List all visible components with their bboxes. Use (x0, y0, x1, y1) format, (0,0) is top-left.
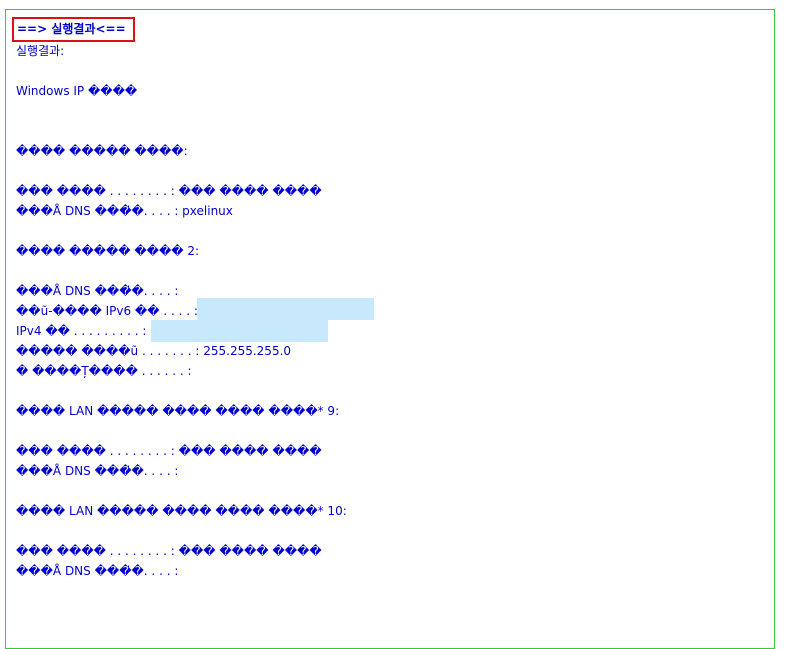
output-line (16, 421, 756, 441)
output-line: ���Å DNS ���̇�. . . . : (16, 464, 179, 478)
output-line: IPv4 �� . . . . . . . . . : (16, 324, 147, 338)
output-line: ��ũ-���� IPv6 �� . . . . : (16, 304, 198, 318)
output-line (16, 101, 756, 121)
output-line: Windows IP ���� (16, 84, 138, 98)
output-line: ��� ���� . . . . . . . . : ��� ���� ���� (16, 444, 322, 458)
result-header: ==> 실행결과<== (12, 17, 135, 42)
output-line (16, 481, 756, 501)
output-line: ���Å DNS ���̇�. . . . : (16, 564, 179, 578)
redacted-ipv6-value (197, 298, 374, 320)
output-line (16, 521, 756, 541)
output-line: ���Å DNS ���̇�. . . . : (16, 284, 179, 298)
command-output: 실행결과: Windows IP ���� ���� ����� ����: �… (16, 41, 756, 601)
output-line (16, 221, 756, 241)
output-line (16, 121, 756, 141)
output-line: ���� LAN ����� ���� ���� ����* 9: (16, 404, 340, 418)
output-line: ��� ���� . . . . . . . . : ��� ���� ���� (16, 184, 322, 198)
output-line: ��� ���� . . . . . . . . : ��� ���� ���� (16, 544, 322, 558)
output-line (16, 61, 756, 81)
output-line: ���� ����� ���� 2: (16, 244, 200, 258)
output-line: �⁪ ����Ț���� . . . . . . : (16, 364, 192, 378)
output-line: ����� ����ũ . . . . . . . : 255.255.255.… (16, 344, 292, 358)
result-label: 실행결과: (16, 44, 65, 58)
output-line (16, 261, 756, 281)
output-line (16, 581, 756, 601)
output-line: ���� LAN ����� ���� ���� ����* 10: (16, 504, 347, 518)
output-line: ���� ����� ����: (16, 144, 188, 158)
output-line (16, 161, 756, 181)
redacted-ipv4-value (151, 320, 328, 342)
output-line: ���Å DNS ���̇�. . . . : pxelinux (16, 204, 233, 218)
output-line (16, 381, 756, 401)
